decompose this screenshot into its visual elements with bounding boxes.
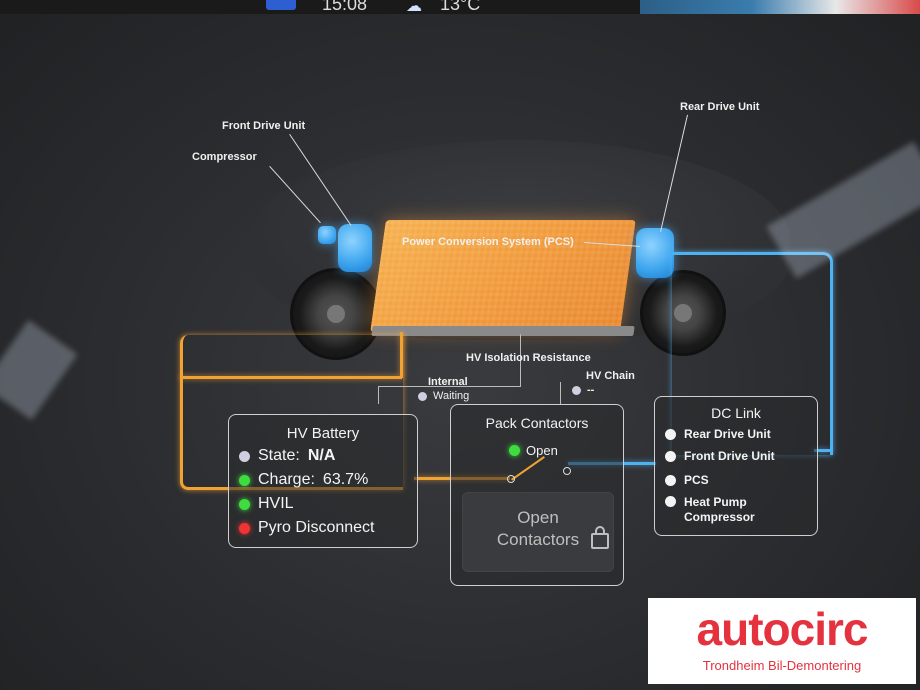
contactor-terminal-left [507,475,515,483]
status-bar: 15:08 ☁ 13°C [0,0,920,14]
charge-indicator [239,474,250,486]
isolation-bracket-left [378,386,379,404]
weather-cloud-icon: ☁ [406,0,422,14]
open-contactors-line2: Contactors [496,530,580,549]
battery-tray [371,326,635,336]
rear-drive-unit-label: Rear Drive Unit [680,101,760,113]
hv-battery-panel: HV Battery State: N/A Charge: 63.7% HVIL… [228,414,418,548]
hv-wire-top [180,376,402,379]
glare-right [766,141,920,279]
internal-status: Waiting [418,390,469,402]
hv-chain-dot [572,385,581,395]
dc-link-dot [665,428,676,440]
contactor-status: Open [509,443,558,458]
pyro-row: Pyro Disconnect [239,519,375,537]
dc-link-item-label: Front Drive Unit [684,449,775,463]
front-drive-unit [338,224,372,272]
charge-label: Charge: [258,471,315,488]
dc-link-wire-rear [672,252,833,455]
dc-link-wire-end [814,449,830,452]
hv-charge-row: Charge: 63.7% [239,471,368,489]
status-badge [266,0,296,10]
dc-link-dot [665,450,676,462]
dc-link-item-pcs: PCS [665,473,709,487]
compressor-unit [318,226,336,244]
dc-link-panel: DC Link Rear Drive Unit Front Drive Unit… [654,396,818,536]
dc-link-dot [665,474,676,486]
isolation-bracket [378,386,521,387]
front-wheel [290,268,382,360]
open-contactors-button[interactable]: Open Contactors [462,492,614,572]
contactor-status-text: Open [526,443,558,458]
dc-link-dot [665,496,676,507]
dc-link-item-label: PCS [684,473,709,487]
map-thumbnail[interactable] [640,0,920,14]
lock-icon [591,526,609,549]
state-indicator [239,450,250,462]
contactor-switch-blade [511,456,545,481]
pack-contactors-title: Pack Contactors [485,415,589,431]
dc-link-item-heat-pump: Heat Pump Compressor [665,495,755,525]
logo-tagline: Trondheim Bil-Demontering [702,658,862,673]
dc-link-title: DC Link [711,405,761,421]
hvil-indicator [239,498,250,510]
open-contactors-line1: Open [517,508,559,527]
dc-link-item-label: Rear Drive Unit [684,427,771,441]
rear-drive-unit [636,228,674,278]
front-drive-unit-label: Front Drive Unit [222,120,306,132]
internal-status-dot [418,391,427,401]
outside-temperature: 13°C [440,0,481,14]
autocirc-logo: autocirc Trondheim Bil-Demontering [648,598,916,684]
clock: 15:08 [322,0,368,14]
hv-state-row: State: N/A [239,447,335,465]
hv-chain-label: HV Chain [586,370,635,382]
dc-link-item-rear-drive: Rear Drive Unit [665,427,771,441]
hv-wire-riser [400,332,403,378]
pyro-label: Pyro Disconnect [258,519,375,536]
state-value: N/A [307,447,336,464]
compressor-label: Compressor [192,151,257,163]
pcs-label: Power Conversion System (PCS) [402,236,574,248]
hv-chain-status: -- [572,384,594,396]
charge-value: 63.7% [322,471,369,488]
heat-pump-text: Heat Pump [684,495,747,509]
rear-wheel [640,270,726,356]
internal-label: Internal [428,376,468,388]
internal-status-text: Waiting [433,390,470,402]
contactor-terminal-right [563,467,571,475]
hvil-label: HVIL [258,495,294,512]
hv-isolation-label: HV Isolation Resistance [466,352,591,364]
state-label: State: [258,447,300,464]
hvil-row: HVIL [239,495,294,513]
isolation-leader [520,334,521,386]
logo-brand: autocirc [696,603,869,655]
dc-link-item-front-drive: Front Drive Unit [665,449,775,463]
contactor-status-dot [509,445,520,456]
dc-link-item-label: Heat Pump Compressor [684,495,755,525]
compressor-text: Compressor [684,510,755,524]
hv-battery-title: HV Battery [286,425,360,442]
hv-chain-leader [560,382,561,404]
hv-chain-value: -- [587,384,595,396]
pyro-indicator [239,522,250,534]
glare-left [0,320,78,420]
